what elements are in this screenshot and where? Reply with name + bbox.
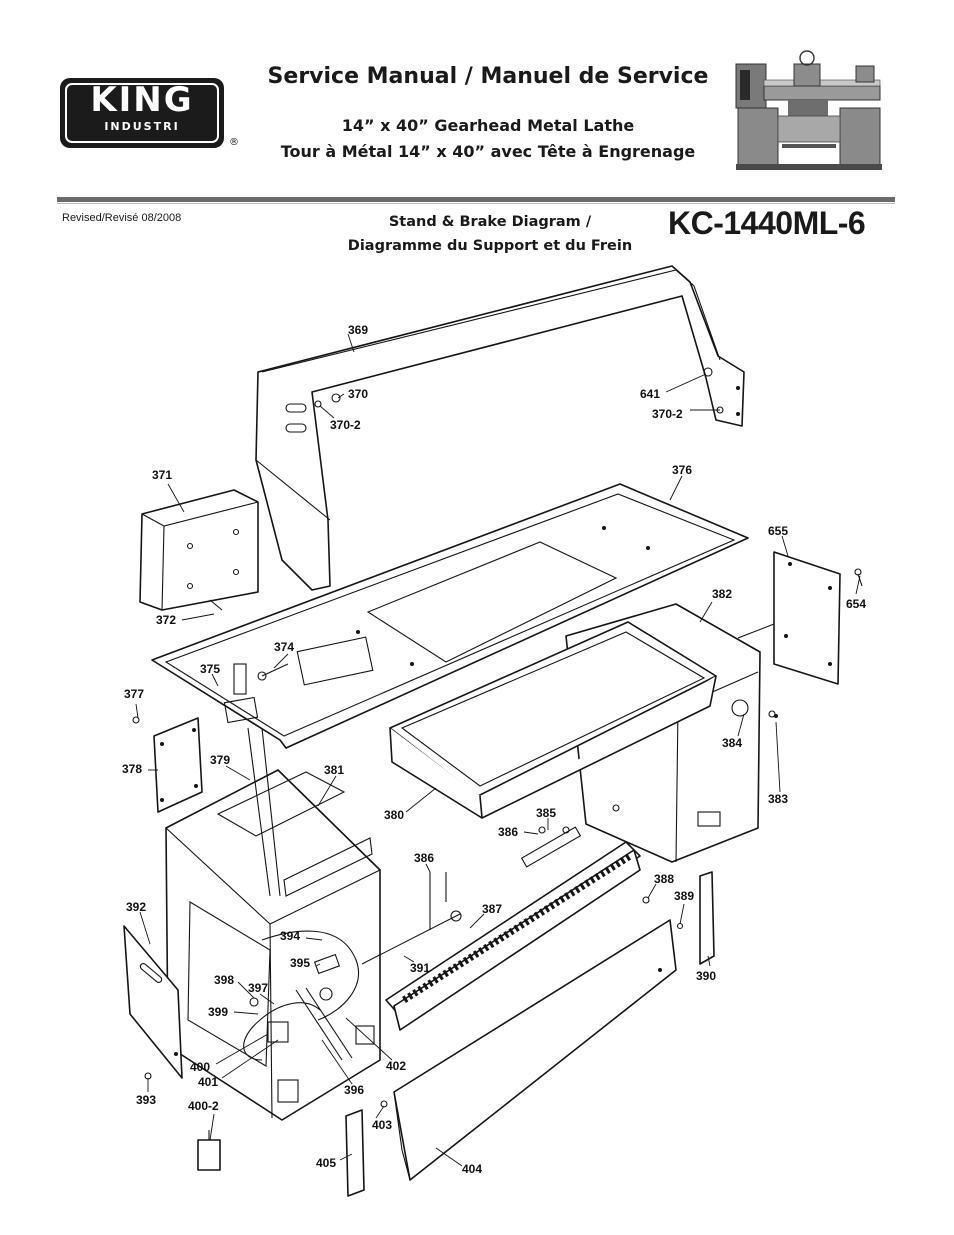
king-logo: KING INDUSTRI (60, 78, 224, 148)
label-400: 400 (190, 1060, 210, 1074)
label-398: 398 (214, 973, 234, 987)
label-380: 380 (384, 808, 404, 822)
shaft-385 (429, 826, 582, 930)
label-370: 370 (348, 387, 368, 401)
label-401: 401 (198, 1075, 218, 1089)
label-392: 392 (126, 900, 146, 914)
label-384: 384 (722, 736, 742, 750)
label-400-2: 400-2 (188, 1099, 219, 1113)
label-396: 396 (344, 1083, 364, 1097)
bracket-405 (345, 1100, 388, 1197)
revised-date: Revised/Revisé 08/2008 (62, 212, 182, 224)
label-385: 385 (536, 806, 556, 820)
label-372: 372 (156, 613, 176, 627)
label-381: 381 (324, 763, 344, 777)
leader-lines (135, 333, 861, 1167)
header-rule-shadow (57, 203, 895, 204)
header-rule (57, 197, 895, 202)
side-plate-378 (132, 716, 203, 813)
label-399: 399 (208, 1005, 228, 1019)
manual-title: Service Manual / Manuel de Service (267, 64, 709, 89)
bracket-375 (223, 663, 259, 724)
front-panel-404 (393, 919, 677, 1181)
fasteners (774, 573, 863, 718)
label-654: 654 (846, 597, 866, 611)
screws-370 (314, 367, 724, 414)
label-386-lower: 386 (414, 851, 434, 865)
label-390: 390 (696, 969, 716, 983)
model-number: KC-1440ML-6 (668, 205, 866, 241)
bracket-390 (642, 871, 715, 965)
label-377: 377 (124, 687, 144, 701)
label-402: 402 (386, 1059, 406, 1073)
label-641: 641 (640, 387, 660, 401)
back-panel-655 (737, 551, 862, 685)
label-375: 375 (200, 662, 220, 676)
logo-brand: KING (90, 80, 194, 120)
chip-pan-380 (389, 621, 717, 819)
logo-subtext: INDUSTRI (104, 120, 180, 133)
label-369: 369 (348, 323, 368, 337)
label-370-2-right: 370-2 (652, 407, 683, 421)
part-labels: 369 370 370-2 641 370-2 371 376 655 654 … (122, 323, 866, 1176)
label-387: 387 (482, 902, 502, 916)
label-371: 371 (152, 468, 172, 482)
label-374: 374 (274, 640, 294, 654)
splash-guard-369 (255, 265, 745, 591)
label-376: 376 (672, 463, 692, 477)
label-403: 403 (372, 1118, 392, 1132)
label-405: 405 (316, 1156, 336, 1170)
left-cabinet-381 (165, 727, 381, 1121)
label-404: 404 (462, 1162, 482, 1176)
latch-374 (257, 663, 289, 681)
label-393: 393 (136, 1093, 156, 1107)
switch-400-2 (197, 1130, 221, 1171)
chip-tray-376 (151, 483, 749, 749)
left-door-392 (123, 925, 183, 1080)
logo-frame (65, 83, 219, 143)
diagram-title-english: Stand & Brake Diagram / (388, 214, 592, 230)
label-388: 388 (654, 872, 674, 886)
label-386-upper: 386 (498, 825, 518, 839)
label-655: 655 (768, 524, 788, 538)
lathe-photo (728, 36, 888, 186)
label-395: 395 (290, 956, 310, 970)
label-391: 391 (410, 961, 430, 975)
label-394: 394 (280, 929, 300, 943)
label-382: 382 (712, 587, 732, 601)
label-383: 383 (768, 792, 788, 806)
registered-mark: ® (229, 137, 239, 148)
label-379: 379 (210, 753, 230, 767)
subtitle-french: Tour à Métal 14” x 40” avec Tête à Engre… (280, 142, 696, 161)
diagram-title-french: Diagramme du Support et du Frein (347, 238, 633, 254)
label-389: 389 (674, 889, 694, 903)
brake-pedal-387 (361, 841, 641, 1031)
end-cover-371 (139, 489, 259, 611)
label-370-2-left: 370-2 (330, 418, 361, 432)
subtitle-english: 14” x 40” Gearhead Metal Lathe (341, 116, 635, 135)
label-378: 378 (122, 762, 142, 776)
label-397: 397 (248, 981, 268, 995)
